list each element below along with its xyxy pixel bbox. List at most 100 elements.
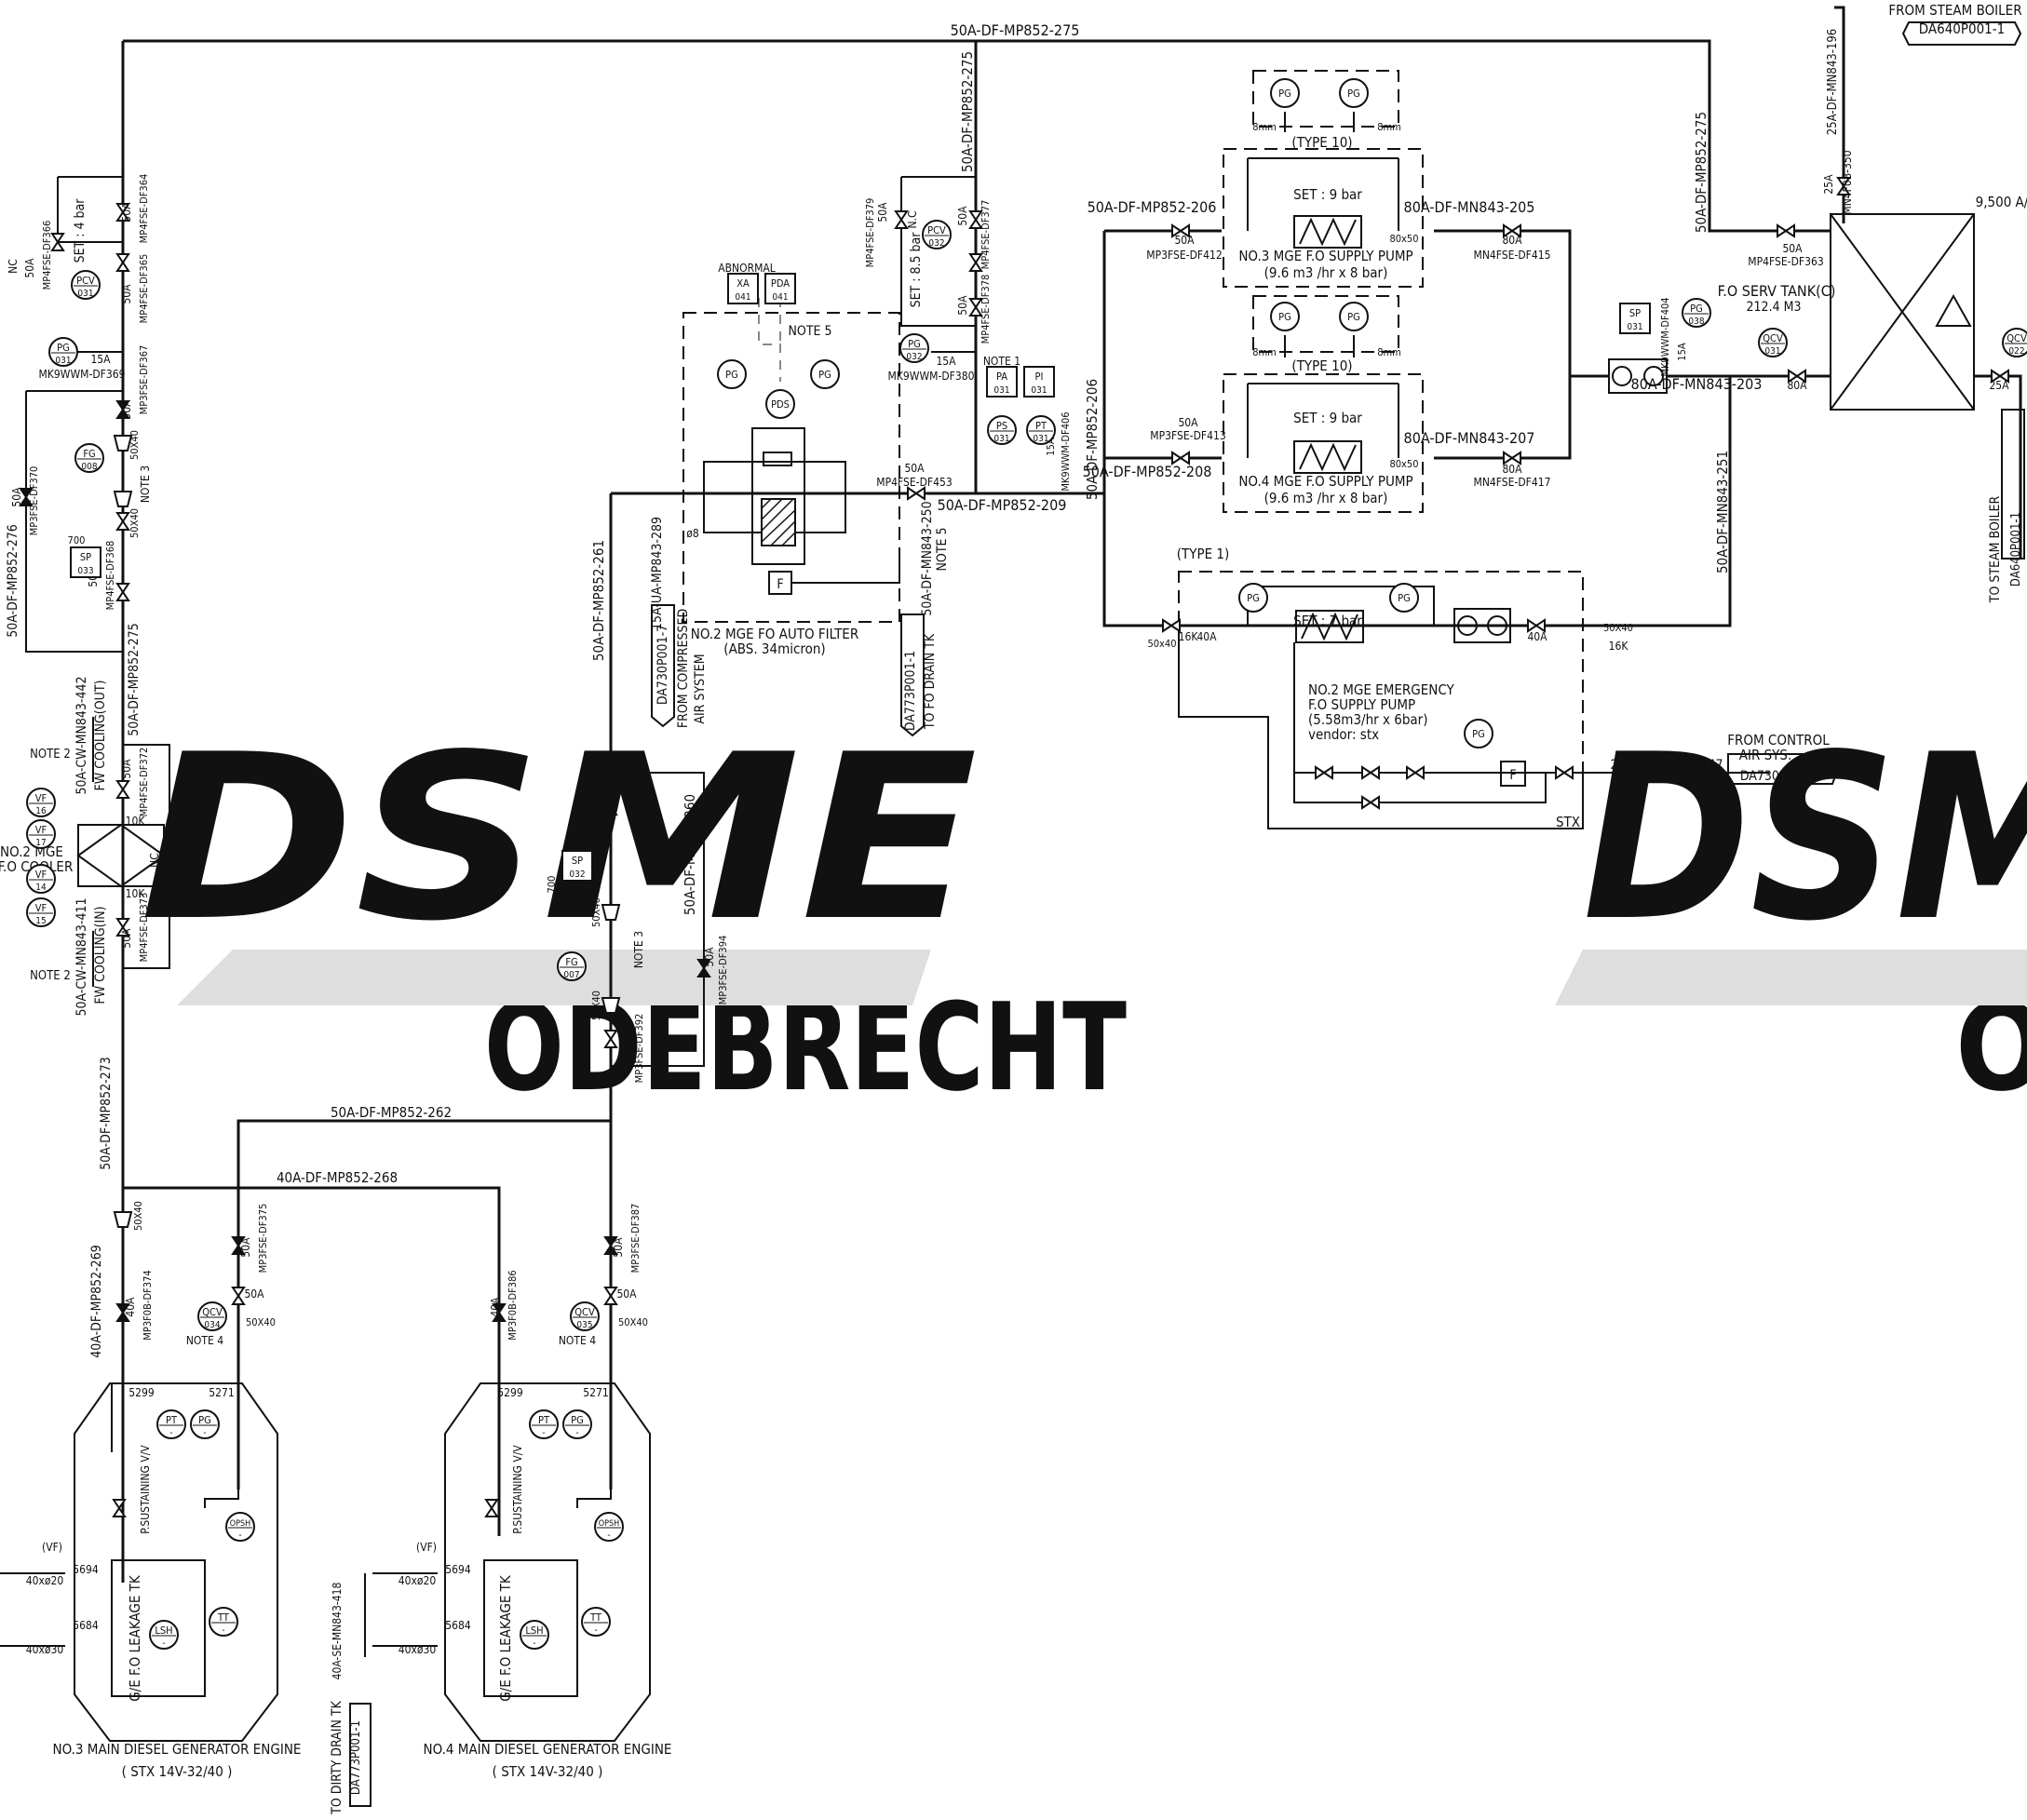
label-l170: 5694 — [73, 1563, 99, 1576]
box-number: 033 — [77, 566, 93, 576]
label-l180: 40xø20 — [399, 1574, 437, 1587]
label-l110: 50A — [120, 202, 133, 222]
instrument-tag: PG — [1347, 311, 1360, 323]
tank-triangle — [1935, 293, 1972, 327]
label-l100: MP4FSE-DF378 — [980, 275, 992, 344]
label-l21: 50A-DF-MN843-251 — [1714, 451, 1731, 573]
label-l131: 50A — [120, 759, 133, 779]
no4-leakage-tank — [483, 1559, 578, 1697]
label-l90: 50A — [617, 1023, 630, 1044]
label-l83: MP3FSE-DF393 — [588, 772, 601, 842]
instrument-tag: QCV — [574, 1306, 595, 1318]
label-l22: 50A-DF-MP852-206 — [1088, 198, 1217, 216]
label-l20: 15A — [1676, 343, 1688, 361]
label-l123: 700 — [68, 534, 86, 546]
label-l169: 40xø20 — [26, 1574, 64, 1587]
label-l29: SET : 9 bar — [1293, 186, 1362, 203]
label-l34: 80x50 — [1389, 233, 1418, 245]
instrument-number: 16 — [35, 806, 47, 816]
box-number: 041 — [735, 292, 750, 303]
label-l74: NOTE 5 — [935, 528, 950, 572]
label-l137: NC — [148, 853, 161, 868]
label-l116: 50A — [120, 399, 133, 420]
instrument-number: 007 — [563, 970, 579, 980]
instrument-tag: VF — [35, 792, 47, 804]
instrument-tag: VF — [35, 869, 47, 881]
instrument-number: 17 — [35, 838, 46, 848]
instrument-tag: PG — [571, 1414, 584, 1426]
label-l40: 8mm — [1377, 346, 1401, 358]
label-l2: FROM STEAM BOILER — [1888, 2, 2021, 19]
steam-boiler-connector — [1901, 21, 2022, 46]
label-l80: TO FO DRAIN TK — [923, 633, 938, 730]
instrument-pt: PT- — [156, 1409, 186, 1439]
label-l57: 40A — [1196, 630, 1217, 643]
instrument-tag: VF — [35, 824, 47, 836]
label-l43: MP3FSE-DF413 — [1150, 429, 1225, 442]
label-l63: AIR SYS. — [1739, 747, 1792, 763]
instrument-number: 031 — [993, 434, 1009, 444]
steam-boiler-out-connector — [2001, 409, 2025, 559]
instrument-number: - — [238, 1530, 241, 1541]
label-l30: NO.3 MGE F.O SUPPLY PUMP — [1238, 248, 1412, 264]
label-l89: 50X40 — [590, 991, 602, 1020]
label-l107: 50A — [23, 258, 36, 278]
instrument-number: 038 — [1688, 317, 1704, 327]
label-l159: 50A — [612, 1237, 625, 1258]
instrument-pg: PG — [810, 359, 840, 389]
label-l146: 50X40 — [132, 1201, 144, 1231]
label-l132: MP4FSE-DF372 — [138, 748, 150, 817]
label-l95: N.C — [906, 210, 919, 228]
label-l142: NOTE 2 — [30, 969, 71, 983]
instrument-pg: PG — [1270, 78, 1300, 108]
label-l46: 80A — [1502, 463, 1522, 476]
instrument-tag: PT — [166, 1414, 178, 1426]
label-l141: MP4FSE-DF373 — [138, 893, 150, 963]
label-l65: DA730P001-1 — [1740, 769, 1820, 784]
no3-pump — [1247, 112, 1399, 249]
pds-signal — [758, 298, 781, 382]
offpage-connectors — [349, 21, 2025, 1807]
box-number: 032 — [569, 870, 585, 880]
label-l166: P.SUSTAINING V/V — [139, 1445, 152, 1534]
box-number: 031 — [993, 385, 1009, 396]
engines — [74, 1382, 651, 1742]
label-l25: 80A-DF-MN843-205 — [1404, 198, 1535, 216]
label-l177: P.SUSTAINING V/V — [511, 1445, 524, 1534]
instrument-tag: PG — [198, 1414, 211, 1426]
label-l69: 50A — [904, 462, 925, 475]
instrument-opsh: OPSH- — [594, 1512, 624, 1542]
dirty-drain-connector — [349, 1703, 372, 1807]
instrument-tag: TT — [589, 1611, 602, 1624]
box-tag: SP — [80, 551, 91, 563]
instrument-tag: PS — [996, 420, 1007, 432]
label-l140: 50A — [120, 928, 133, 949]
instrument-tag: PG — [1347, 88, 1360, 100]
label-l124: 50A-DF-MP852-276 — [6, 524, 20, 637]
label-l48: 50A-DF-MP852-206 — [1084, 379, 1101, 500]
label-l108: MP4FSE-DF366 — [41, 221, 53, 290]
label-l33: 8mm — [1377, 121, 1401, 133]
instrument-number: 031 — [55, 356, 71, 366]
instrument-opsh: OPSH- — [225, 1512, 255, 1542]
no3-pump-box — [1223, 148, 1424, 288]
label-l37: NO.4 MGE F.O SUPPLY PUMP — [1238, 473, 1412, 490]
instrument-tag: PG — [1398, 592, 1411, 604]
label-l185: ( STX 14V-32/40 ) — [493, 1763, 603, 1780]
label-l128: 50A-CW-MN843-442 — [74, 676, 89, 794]
label-l91: 50A — [703, 947, 716, 967]
label-l114: 15A — [90, 353, 111, 366]
air-filter-label: F — [1509, 768, 1516, 783]
auto-filter-box — [682, 312, 900, 623]
watermark-brand-right: DSME — [1583, 706, 2027, 971]
label-l117: MP3FSE-DF367 — [138, 345, 150, 415]
